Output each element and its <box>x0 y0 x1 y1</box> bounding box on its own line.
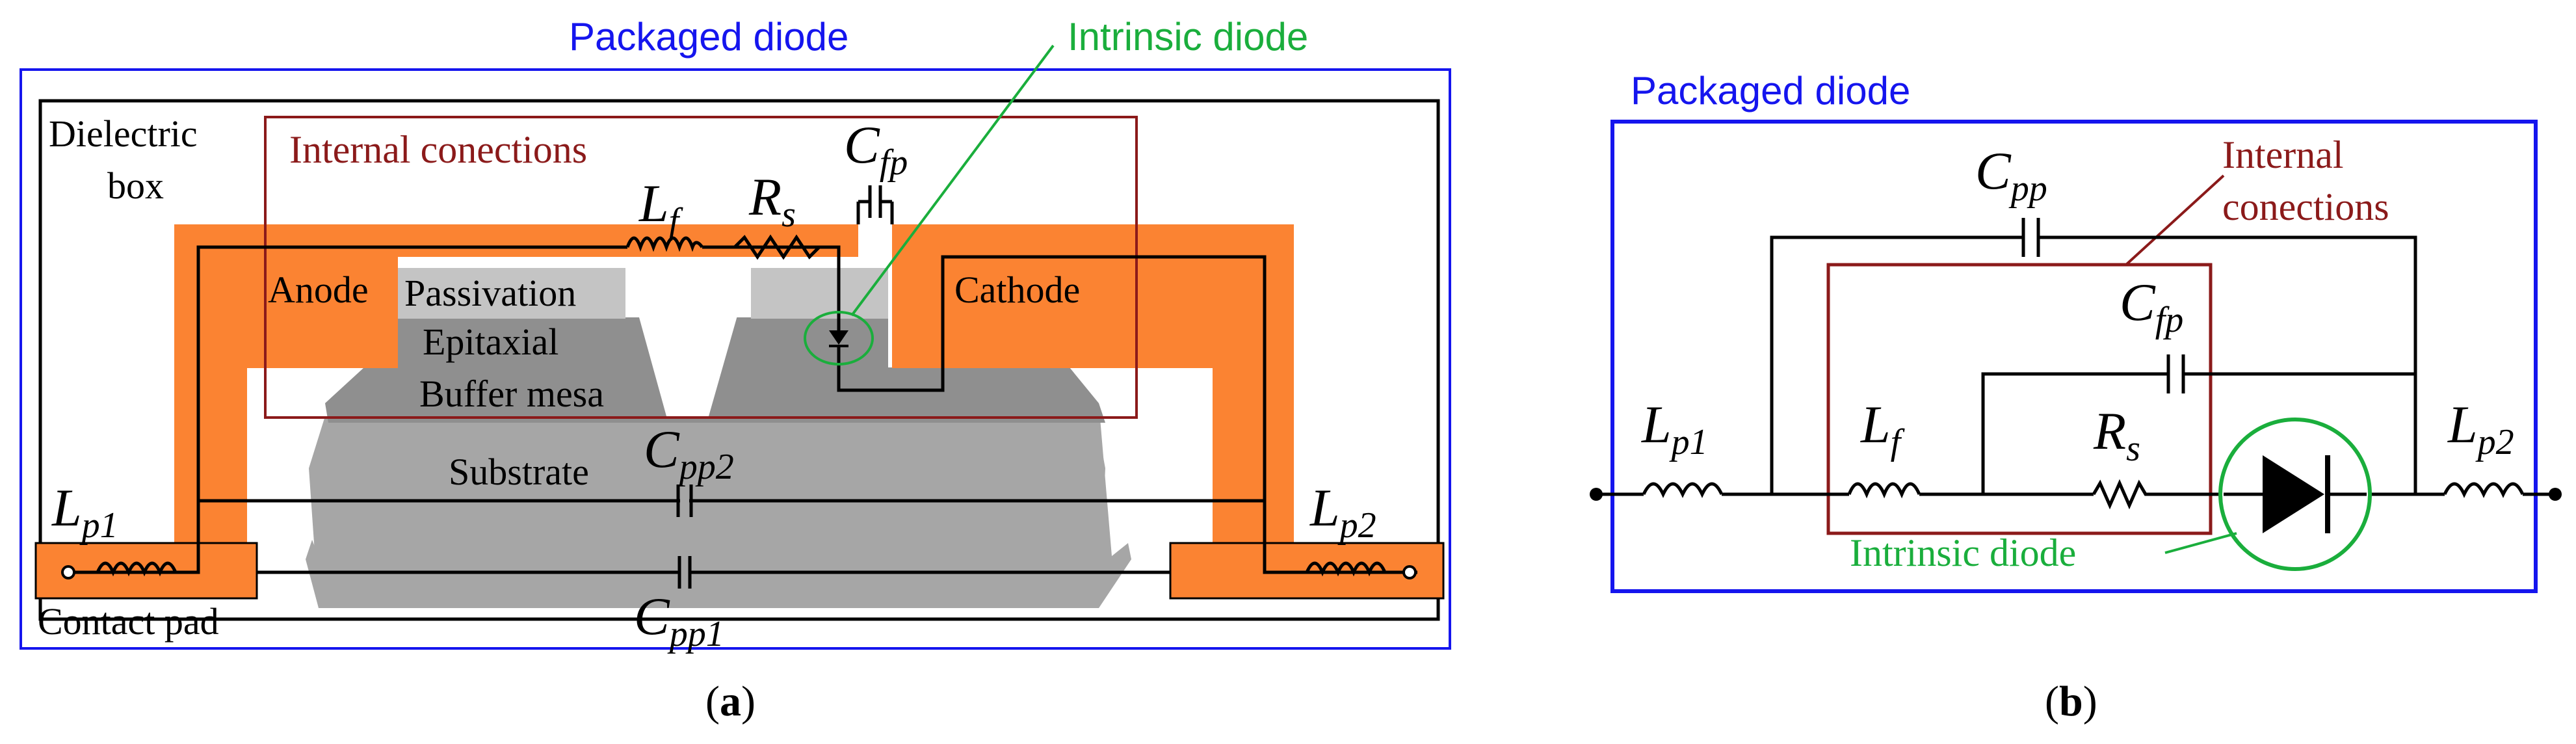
anode-metal <box>174 224 858 589</box>
lp1-label-b: Lp1 <box>1641 395 1708 462</box>
passivation-label: Passivation <box>404 272 576 314</box>
substrate-label: Substrate <box>449 451 589 493</box>
internal-connections-box-a <box>264 116 1138 419</box>
rs-resistor-symbol-b <box>2092 479 2152 510</box>
lf-label-b: Lf <box>1860 395 1906 462</box>
cpp-label-b: Cpp <box>1975 141 2047 209</box>
cpp2-gap <box>680 498 689 504</box>
lp1-inductor-symbol <box>96 561 177 577</box>
internal-label-b-2: conections <box>2222 185 2389 228</box>
intrinsic-pointer-b <box>2164 532 2237 554</box>
caption-b: (b) <box>2045 678 2097 725</box>
substrate-layer-shape <box>309 416 1105 608</box>
packaged-frame-b <box>1610 120 2538 593</box>
cpp2-capacitor-symbol <box>676 485 693 517</box>
caption-a: (a) <box>705 678 756 725</box>
internal-label-b-1: Internal <box>2222 133 2344 176</box>
cpp2-label-a: Cpp2 <box>644 419 734 487</box>
intrinsic-pointer-a <box>850 44 1055 317</box>
terminal-right-b <box>2549 488 2562 501</box>
panel-a: Packaged diode Intrinsic diode Dielectri… <box>20 15 1451 725</box>
lf-inductor-symbol <box>625 236 704 252</box>
lp2-inductor-symbol-b <box>2443 482 2525 498</box>
internal-connections-box-b <box>1826 263 2213 535</box>
packaged-diode-label-b: Packaged diode <box>1631 69 1910 113</box>
dielectric-box <box>38 99 1440 621</box>
terminal-left-b <box>1590 488 1603 501</box>
internal-connections-label-a: Internal conections <box>289 128 587 171</box>
dielectric-label-2: box <box>107 165 164 207</box>
lf-label-a: Lf <box>638 174 684 241</box>
lp2-terminal <box>1402 565 1417 579</box>
lp1-inductor-symbol-b <box>1642 482 1724 498</box>
rs-label-a: Rs <box>748 167 796 235</box>
packaged-frame-a <box>20 68 1451 650</box>
cathode-label: Cathode <box>954 269 1080 311</box>
circuit-wires-b <box>1596 218 2555 496</box>
panel-b: Packaged diode Internal conections <box>1590 69 2562 725</box>
cfp-label-a: Cfp <box>844 115 908 183</box>
intrinsic-diode-label-b: Intrinsic diode <box>1850 531 2076 574</box>
passivation-right <box>751 268 888 319</box>
diode-triangle-a <box>829 330 848 345</box>
intrinsic-diode-marker-a <box>804 311 874 365</box>
diode-triangle-b <box>2263 455 2324 533</box>
buffer-mesa-layer <box>325 367 1105 423</box>
intrinsic-diode-label-a: Intrinsic diode <box>1068 15 1308 59</box>
rs-label-b: Rs <box>2093 401 2140 469</box>
epitaxial-label: Epitaxial <box>423 321 559 363</box>
packaged-diode-label-a: Packaged diode <box>569 15 848 59</box>
lp1-label-a: Lp1 <box>51 478 118 546</box>
contact-pad-label: Contact pad <box>38 600 219 643</box>
cpp1-label-a: Cpp1 <box>634 587 724 654</box>
anode-label: Anode <box>268 269 369 311</box>
cfp-label-b: Cfp <box>2120 272 2183 340</box>
etch-trench <box>625 268 751 416</box>
rs-resistor-symbol <box>733 234 839 260</box>
lf-inductor-symbol-b <box>1847 482 1921 499</box>
lp2-inductor-symbol <box>1305 561 1387 577</box>
buffer-mesa-label: Buffer mesa <box>419 373 604 415</box>
lp1-terminal <box>61 565 75 579</box>
dielectric-label-1: Dielectric <box>49 113 198 155</box>
passivation-left <box>398 268 625 319</box>
cathode-metal <box>892 224 1294 589</box>
lp2-label-b: Lp2 <box>2447 395 2514 462</box>
cpp1-wires <box>257 556 1170 589</box>
internal-pointer-b <box>2125 174 2225 266</box>
lp2-label-a: Lp2 <box>1309 478 1376 546</box>
